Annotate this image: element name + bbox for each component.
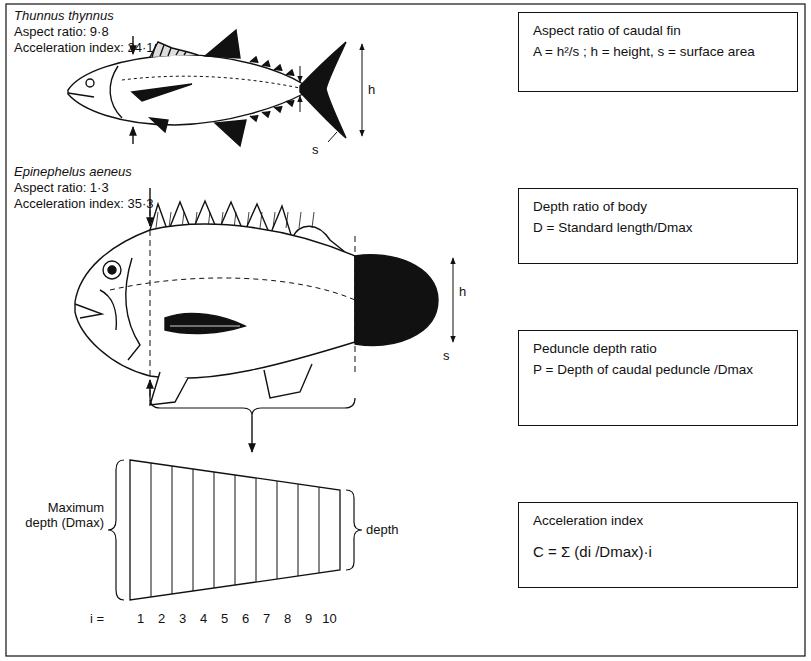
- depth-profile: [108, 460, 362, 600]
- definition-box: Acceleration index C = Σ (di /Dmax)·i: [518, 502, 798, 588]
- column-number: 2: [158, 611, 165, 626]
- aspect-ratio-value: Aspect ratio: 9·8: [14, 24, 109, 39]
- column-number: 5: [221, 611, 228, 626]
- dimension-letter: s: [443, 348, 450, 363]
- aspect-ratio-value: Aspect ratio: 1·3: [14, 180, 109, 195]
- formula: P = Depth of caudal peduncle /Dmax: [533, 361, 785, 378]
- box-heading: Aspect ratio of caudal fin: [533, 22, 785, 39]
- species-name: Thunnus thynnus: [14, 8, 114, 23]
- definition-box: Depth ratio of body D = Standard length/D…: [518, 188, 798, 264]
- grouper-drawing: [75, 188, 453, 452]
- figure-frame: [6, 4, 805, 656]
- column-number: 6: [242, 611, 249, 626]
- formula: D = Standard length/Dmax: [533, 219, 785, 236]
- box-heading: Depth ratio of body: [533, 198, 785, 215]
- column-number: 7: [263, 611, 270, 626]
- index-label: i =: [90, 611, 104, 626]
- axis-label: depth: [366, 522, 399, 537]
- column-number: 1: [137, 611, 144, 626]
- column-number: 4: [200, 611, 207, 626]
- acceleration-index-value: Acceleration index: 24·1: [14, 40, 153, 55]
- acceleration-index-value: Acceleration index: 35·3: [14, 196, 153, 211]
- box-heading: Acceleration index: [533, 512, 785, 529]
- dimension-letter: s: [312, 142, 319, 157]
- formula: C = Σ (di /Dmax)·i: [533, 543, 785, 560]
- column-number: 10: [322, 611, 336, 626]
- formula: A = h²/s ; h = height, s = surface area: [533, 43, 785, 60]
- definition-box: Peduncle depth ratio P = Depth of caudal …: [518, 330, 798, 426]
- column-number: 9: [305, 611, 312, 626]
- dimension-letter: h: [459, 284, 466, 299]
- definition-box: Aspect ratio of caudal fin A = h²/s ; h =…: [518, 12, 798, 92]
- column-number: 8: [284, 611, 291, 626]
- dimension-letter: h: [368, 82, 375, 97]
- axis-label: Maximum depth (Dmax): [18, 500, 104, 530]
- column-number: 3: [179, 611, 186, 626]
- box-heading: Peduncle depth ratio: [533, 340, 785, 357]
- species-name: Epinephelus aeneus: [14, 164, 132, 179]
